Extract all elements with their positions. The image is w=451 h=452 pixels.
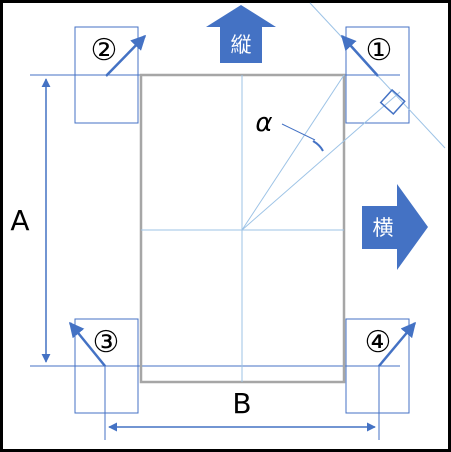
angle-label: α [255, 108, 272, 138]
corner-1-arrow [340, 34, 379, 77]
dimension-a-label: A [10, 204, 29, 237]
right-angle-marker [379, 88, 406, 116]
tilted-line [241, 91, 401, 231]
vertical-arrow-label: 縦 [231, 33, 252, 57]
diagonal-line [241, 74, 345, 231]
corner-4-label: ④ [365, 325, 392, 360]
dimension-b-label: B [232, 387, 251, 420]
corner-2-label: ② [91, 33, 118, 68]
vertical-direction-arrow-icon [206, 5, 276, 63]
corner-1-label: ① [366, 33, 393, 68]
angle-arc [312, 140, 324, 152]
corner-3-arrow [69, 321, 106, 367]
horizontal-arrow-label: 横 [373, 216, 394, 240]
corner-2-arrow [105, 34, 147, 77]
corner-3-label: ③ [93, 325, 120, 360]
horizontal-direction-arrow-icon [362, 184, 428, 270]
angle-leader-line [281, 123, 316, 141]
corner-4-arrow [378, 321, 416, 367]
